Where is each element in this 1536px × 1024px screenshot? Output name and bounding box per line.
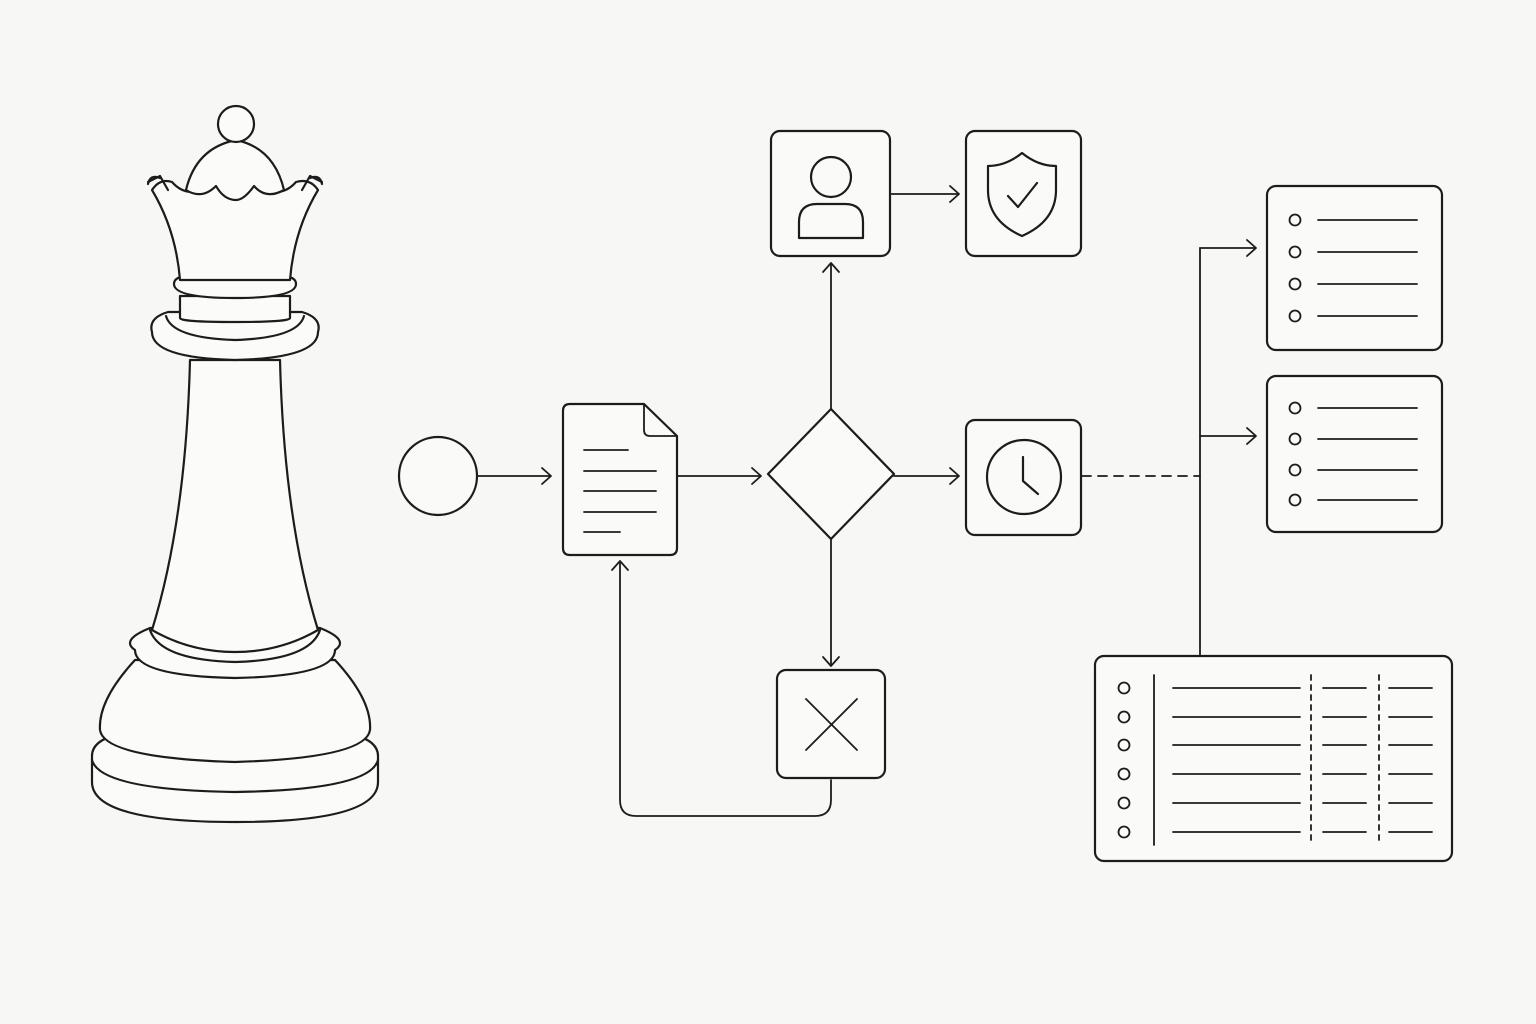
list-middle-node <box>1265 374 1444 534</box>
edge-decision-rejected <box>822 539 840 667</box>
close-icon <box>805 698 858 751</box>
decision-node <box>766 407 896 541</box>
user-node <box>769 129 892 258</box>
edge-bus-list-top <box>1199 239 1257 257</box>
user-icon <box>797 155 865 240</box>
start-node <box>397 435 479 517</box>
edge-user-security <box>889 185 960 203</box>
security-node <box>964 129 1083 258</box>
edge-rejected-document <box>611 560 832 817</box>
edge-start-document <box>477 467 552 485</box>
edge-bus-list-middle <box>1199 427 1257 445</box>
connectors <box>477 185 1257 817</box>
edge-decision-user <box>822 262 840 411</box>
bullet-list-icon <box>1288 213 1418 323</box>
rejected-node <box>775 668 887 780</box>
bullet-list-icon <box>1288 401 1418 507</box>
queen-chess-piece-icon <box>90 104 380 824</box>
clock-icon <box>985 438 1063 516</box>
timer-node <box>964 418 1083 537</box>
edge-decision-timer <box>893 467 960 485</box>
shield-check-icon <box>986 151 1058 238</box>
data-table-node <box>1093 654 1454 863</box>
table-icon <box>1117 674 1433 846</box>
list-top-node <box>1265 184 1444 352</box>
document-icon <box>583 449 657 533</box>
edge-document-decision <box>677 467 762 485</box>
document-node <box>561 402 679 557</box>
